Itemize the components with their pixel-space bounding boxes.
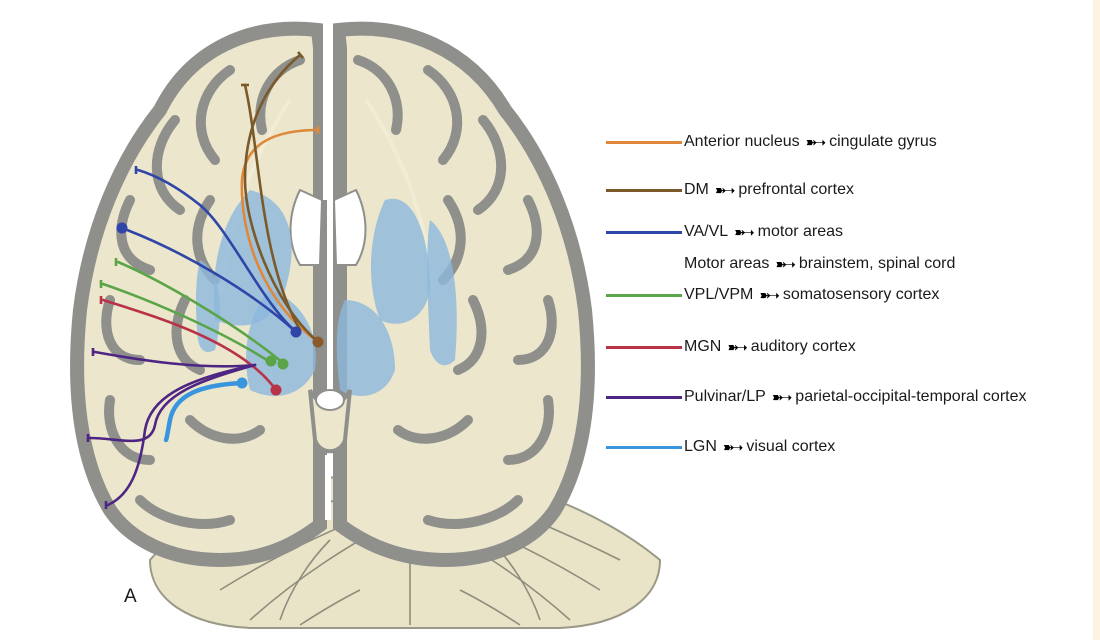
- pathway-dm-b: [243, 83, 302, 332]
- cerebrum: [70, 20, 595, 568]
- legend-item: VPL/VPM ➽➝somatosensory cortex: [606, 284, 939, 306]
- legend-target-label: cingulate gyrus: [829, 133, 937, 150]
- legend-swatch: [606, 230, 682, 234]
- legend-swatch: [606, 395, 682, 399]
- projection-arrow-icon: ➽➝: [714, 181, 736, 198]
- pathway-va-vl-b: [120, 226, 298, 334]
- legend-item: Anterior nucleus ➽➝cingulate gyrus: [606, 131, 937, 153]
- page-edge-strip: [1093, 0, 1100, 640]
- legend-source-label: MGN: [684, 338, 722, 355]
- legend-swatch: [606, 445, 682, 449]
- legend-source-label: Pulvinar/LP: [684, 388, 766, 405]
- dot-lgn: [236, 377, 248, 389]
- legend-source-label: VA/VL: [684, 223, 729, 240]
- legend-source-label: Motor areas: [684, 255, 770, 272]
- pathway-pulvinar-b: [88, 363, 257, 443]
- legend-target-label: visual cortex: [746, 438, 836, 455]
- dot-mgn: [270, 384, 282, 396]
- legend-swatch: [606, 293, 682, 297]
- legend-swatch: [606, 345, 682, 349]
- pathway-anterior-nucleus: [240, 128, 320, 344]
- dot-va-vl: [290, 326, 302, 338]
- legend-source-label: DM: [684, 181, 709, 198]
- legend-source-label: Anterior nucleus: [684, 133, 800, 150]
- pathway-mgn: [101, 298, 278, 392]
- projection-arrow-icon: ➽➝: [775, 255, 796, 272]
- legend-item: VA/VL ➽➝motor areas: [606, 221, 843, 243]
- legend-target-label: prefrontal cortex: [738, 181, 854, 198]
- legend-item: Pulvinar/LP ➽➝parietal-occipital-temporal…: [606, 386, 1027, 408]
- panel-label: A: [124, 586, 137, 607]
- legend-item: DM ➽➝prefrontal cortex: [606, 179, 854, 201]
- pathway-vpl-a: [116, 260, 284, 364]
- projection-arrow-icon: ➽➝: [759, 286, 780, 303]
- projection-arrow-icon: ➽➝: [734, 223, 755, 240]
- legend-item: MGN ➽➝auditory cortex: [606, 336, 856, 358]
- dot-anterior-nucleus: [312, 336, 324, 348]
- legend-item: LGN ➽➝visual cortex: [606, 436, 835, 458]
- legend-target-label: parietal-occipital-temporal cortex: [795, 388, 1027, 405]
- legend-source-label: VPL/VPM: [684, 286, 754, 303]
- projection-pathways: [88, 53, 320, 507]
- pathway-vpl-b: [101, 282, 272, 364]
- nucleus-dots: [116, 222, 324, 396]
- projection-arrow-icon: ➽➝: [771, 388, 793, 405]
- legend-target-label: motor areas: [757, 223, 844, 240]
- pathway-lgn: [163, 380, 245, 443]
- legend-swatch: [606, 188, 682, 192]
- legend-swatch: [606, 263, 682, 266]
- projection-arrow-icon: ➽➝: [722, 438, 744, 455]
- legend-item: Motor areas ➽➝brainstem, spinal cord: [606, 253, 955, 275]
- projection-arrow-icon: ➽➝: [727, 338, 748, 355]
- dot-va-vl-terminal: [116, 222, 128, 234]
- legend-target-label: somatosensory cortex: [782, 286, 940, 303]
- pathway-dm-a: [243, 53, 320, 344]
- legend-swatch: [606, 140, 682, 144]
- dot-vpl-b: [265, 355, 277, 367]
- pathway-terminals: [86, 51, 320, 509]
- legend-target-label: auditory cortex: [750, 338, 856, 355]
- legend-source-label: LGN: [684, 438, 717, 455]
- legend-target-label: brainstem, spinal cord: [798, 255, 956, 272]
- lateral-ventricles: [289, 188, 367, 266]
- pathway-pulvinar-a: [93, 350, 257, 368]
- dot-vpl-a: [277, 358, 289, 370]
- pathway-pulvinar-c: [106, 363, 257, 507]
- brainstem-region: [308, 389, 352, 454]
- pathway-va-vl-a: [136, 168, 298, 334]
- projection-arrow-icon: ➽➝: [805, 133, 827, 150]
